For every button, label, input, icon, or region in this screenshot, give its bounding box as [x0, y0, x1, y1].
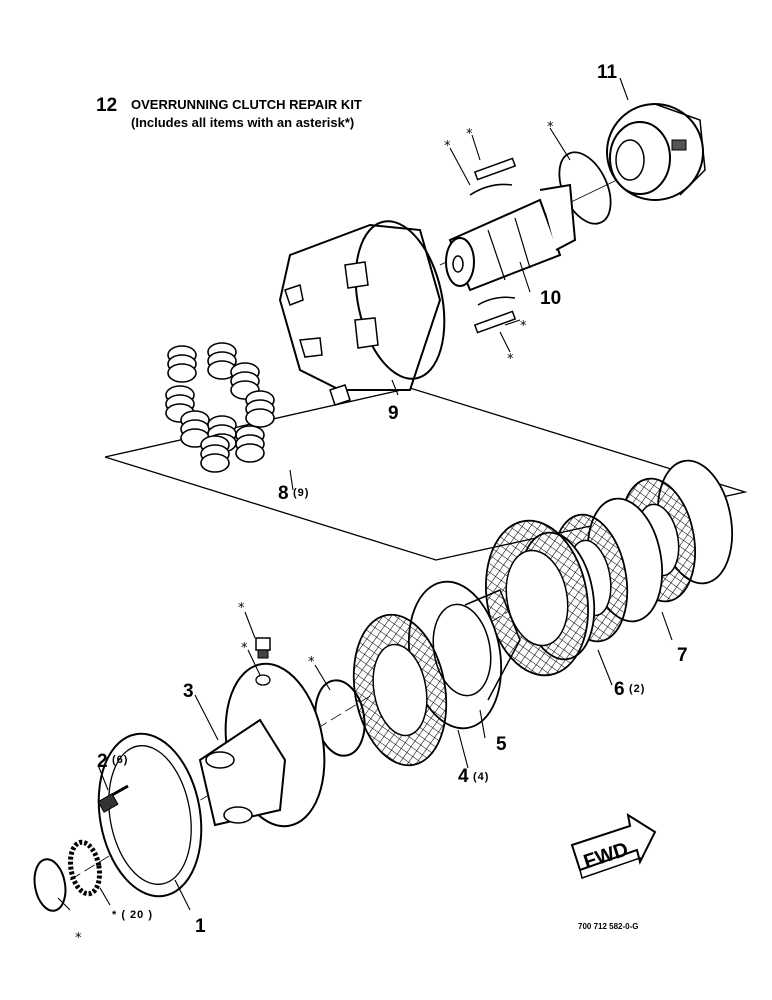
kit-title: OVERRUNNING CLUTCH REPAIR KIT: [131, 97, 362, 112]
callout-3: 3: [183, 681, 194, 702]
part-flange: [97, 732, 203, 898]
asterisk-snap-ring-lower: *: [75, 931, 82, 946]
part-friction-disc-lower: [352, 613, 448, 767]
kit-subtitle: (Includes all items with an asterisk*): [131, 115, 354, 130]
qty-4: (4): [473, 771, 489, 783]
qty-6: (2): [629, 683, 645, 695]
part-clutch-housing: [278, 220, 446, 406]
qty-2: (6): [112, 754, 128, 766]
asterisk-o-ring: *: [308, 655, 315, 670]
part-rollers: [165, 342, 275, 473]
asterisk-key-top: *: [466, 127, 473, 142]
part-cam-hub: [606, 103, 706, 201]
callout-10: 10: [540, 288, 561, 309]
part-friction-disc: [485, 519, 589, 677]
kit-number: 12: [96, 95, 117, 116]
callout-4: 4: [458, 766, 469, 787]
asterisk-spring-lower: *: [520, 319, 527, 334]
asterisk-washer: *: [241, 641, 248, 656]
asterisk-key-lower: *: [507, 352, 514, 367]
callout-7: 7: [677, 645, 688, 666]
asterisk-snap-ring: *: [547, 120, 554, 135]
part-yoke: [198, 662, 326, 828]
part-keys-upper: [469, 157, 517, 196]
callout-5: 5: [496, 734, 507, 755]
callout-9: 9: [388, 403, 399, 424]
callout-8: 8: [278, 483, 289, 504]
part-keys-lower: [473, 296, 517, 334]
leader-lines: [57, 77, 673, 911]
part-grease-fitting: [255, 637, 271, 686]
qty-8: (9): [293, 487, 309, 499]
drawing-code: 700 712 582-0-G: [578, 922, 639, 931]
callout-6: 6: [614, 679, 625, 700]
boundary-box: [104, 387, 748, 561]
part-bolt: [97, 784, 129, 813]
fwd-arrow-icon: [570, 812, 657, 879]
callout-1: 1: [195, 916, 206, 937]
callout-11: 11: [597, 62, 618, 83]
qty-20: * ( 20 ): [112, 909, 153, 921]
part-snap-ring-lower: [33, 858, 67, 912]
asterisk-keys: *: [444, 139, 451, 154]
asterisk-fitting: *: [238, 601, 245, 616]
part-shaft: [445, 183, 577, 292]
callout-2: 2: [97, 751, 108, 772]
part-bearing-balls: [67, 839, 103, 897]
